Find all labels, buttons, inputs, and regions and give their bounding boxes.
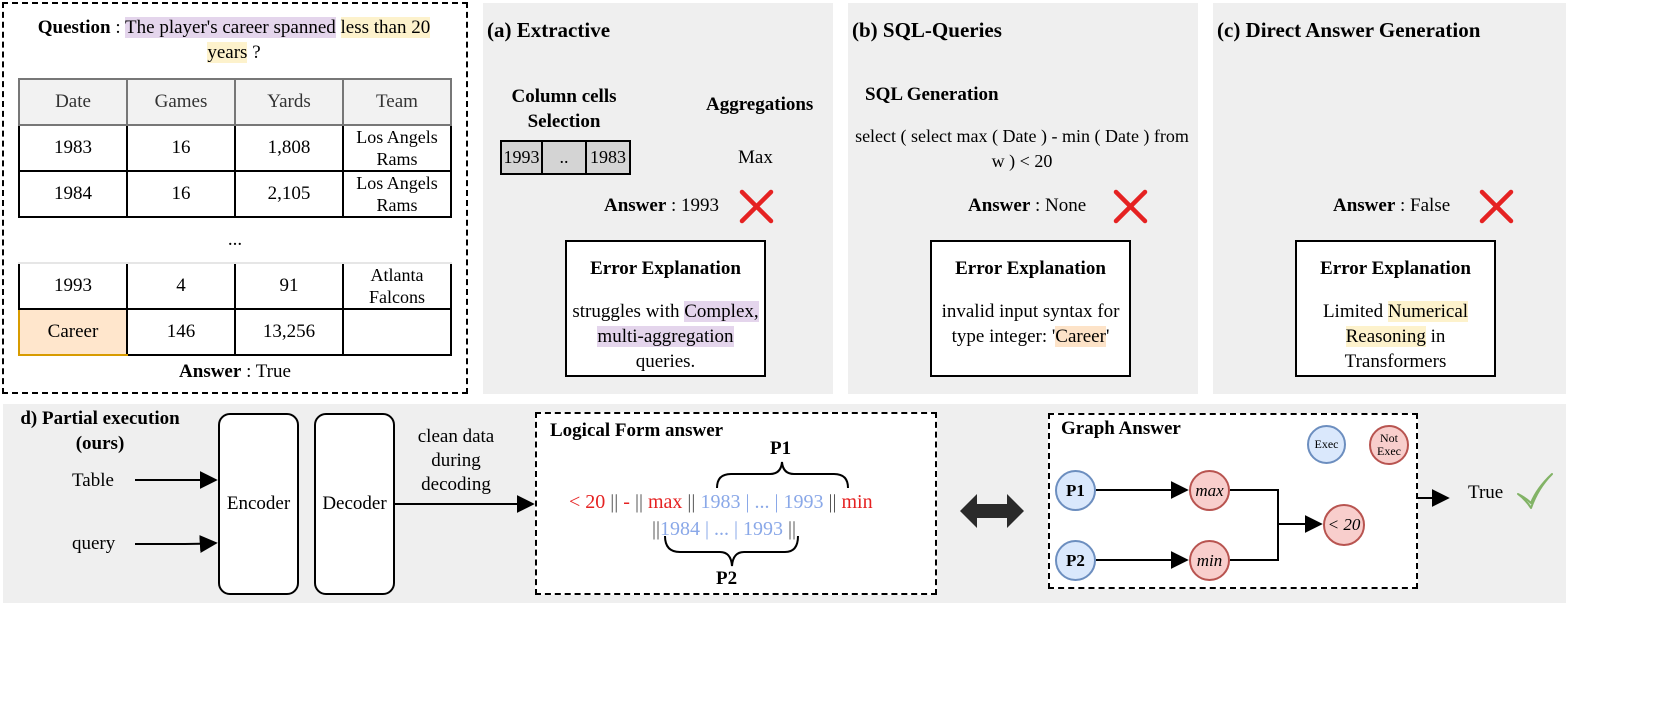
decoder-label: Decoder <box>322 493 387 514</box>
selected-cell: 1983 <box>587 140 631 175</box>
table-row: 1983 16 1,808 Los Angels Rams <box>18 124 452 172</box>
graph-node-p2: P2 <box>1055 540 1096 581</box>
table-row: 1984 16 2,105 Los Angels Rams <box>18 170 452 218</box>
table-header-cell: Date <box>18 78 128 126</box>
p2-label: P2 <box>716 568 738 589</box>
brace-p1 <box>716 461 849 489</box>
table-row: 1993 4 91 Atlanta Falcons <box>18 262 452 310</box>
error-title: Error Explanation <box>1320 258 1471 279</box>
aggregations-title: Aggregations <box>706 94 814 115</box>
direct-error-box: Error Explanation Limited Numerical Reas… <box>1295 240 1496 377</box>
table-row-career: Career 146 13,256 <box>18 308 452 356</box>
table-ellipsis-row: ... <box>19 216 451 264</box>
error-title: Error Explanation <box>955 258 1106 279</box>
error-text: struggles with Complex, multi-aggregatio… <box>572 301 759 372</box>
selected-cell: 1993 <box>500 140 543 175</box>
logical-form-line-2: ||1984 | ... | 1993 || <box>652 518 797 540</box>
double-arrow-icon <box>960 494 1024 528</box>
error-highlight: Career <box>1055 326 1106 347</box>
error-title: Error Explanation <box>590 258 741 279</box>
selected-cell: .. <box>543 140 587 175</box>
selected-cells: 1993 .. 1983 <box>500 140 631 175</box>
graph-node-lt20: < 20 <box>1323 504 1365 546</box>
error-text: invalid input syntax for type integer: '… <box>941 301 1120 347</box>
arrow-query-to-encoder <box>135 535 218 553</box>
logical-form-title: Logical Form answer <box>550 420 724 441</box>
table-header-cell: Team <box>342 78 452 126</box>
encoder-box: Encoder <box>218 413 299 595</box>
p1-label: P1 <box>770 438 792 459</box>
graph-node-min: min <box>1189 540 1230 581</box>
error-text: Limited Numerical Reasoning in Transform… <box>1322 301 1469 372</box>
direct-title: (c) Direct Answer Generation <box>1217 18 1481 42</box>
extractive-title: (a) Extractive <box>487 18 611 42</box>
direct-cross-icon <box>1479 189 1514 224</box>
data-table: Date Games Yards Team 1983 16 1,808 Los … <box>18 78 452 356</box>
decoder-box: Decoder <box>314 413 395 595</box>
extractive-cross-icon <box>739 189 774 224</box>
sql-title: (b) SQL-Queries <box>852 18 1002 42</box>
question-highlight-2: less than 20 <box>340 17 431 38</box>
check-icon <box>1517 473 1553 509</box>
sql-cross-icon <box>1113 189 1148 224</box>
aggregation-value: Max <box>738 147 773 168</box>
question-highlight-1: The player's career spanned <box>125 17 336 38</box>
graph-node-max: max <box>1189 470 1230 511</box>
edge-min-lt20 <box>1230 524 1279 561</box>
table-header-row: Date Games Yards Team <box>18 78 452 126</box>
sql-generation-title: SQL Generation <box>865 84 999 105</box>
question-label: Question <box>37 17 111 38</box>
brace-p2 <box>664 535 799 567</box>
direct-answer: Answer : False <box>1333 195 1451 216</box>
final-result-label: True <box>1468 482 1504 503</box>
career-cell: Career <box>18 308 128 356</box>
table-header-cell: Yards <box>234 78 344 126</box>
logical-form-box <box>535 412 937 595</box>
question-text: Question : The player's career spanned l… <box>37 17 431 63</box>
input-query-label: query <box>72 533 116 554</box>
question-table-panel <box>2 2 468 394</box>
partial-title: d) Partial execution(ours) <box>20 408 180 454</box>
input-table-label: Table <box>72 470 114 491</box>
question-highlight-3: years <box>207 42 248 63</box>
edge-max-lt20 <box>1230 489 1279 524</box>
table-answer: Answer : True <box>179 361 291 382</box>
sql-error-box: Error Explanation invalid input syntax f… <box>930 240 1131 377</box>
logical-form-line-1: < 20 || - || max || 1983 | ... | 1993 ||… <box>569 491 873 513</box>
legend-exec-node: Exec <box>1307 425 1346 464</box>
sql-answer: Answer : None <box>968 195 1087 216</box>
extractive-error-box: Error Explanation struggles with Complex… <box>565 240 766 377</box>
graph-answer-title: Graph Answer <box>1061 418 1181 439</box>
encoder-label: Encoder <box>226 493 291 514</box>
sql-query: select ( select max ( Date ) - min ( Dat… <box>855 126 1189 171</box>
table-header-cell: Games <box>126 78 236 126</box>
graph-node-p1: P1 <box>1055 470 1096 511</box>
extractive-answer: Answer : 1993 <box>604 195 720 216</box>
